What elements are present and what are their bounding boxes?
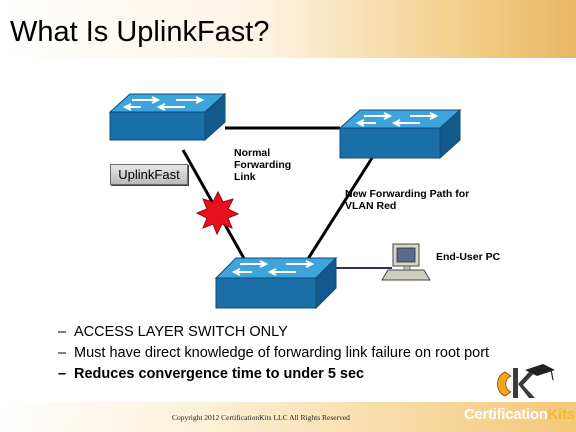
brand-wordmark: CertificationKits <box>464 406 575 423</box>
bullet-text: Must have direct knowledge of forwarding… <box>74 345 490 361</box>
switch-icon <box>338 108 462 160</box>
normal-forwarding-link-label: Normal Forwarding Link <box>234 147 291 183</box>
pc-icon <box>381 243 431 281</box>
brand-part-1: Certification <box>464 406 548 423</box>
certificationkits-logo-icon <box>497 364 555 398</box>
bullet-item: –Must have direct knowledge of forwardin… <box>58 343 558 364</box>
switch-icon <box>214 256 338 310</box>
uplinkfast-label: UplinkFast <box>110 164 188 185</box>
switch-icon <box>108 92 227 142</box>
copyright-text: Copyright 2012 CertificationKits LLC All… <box>172 413 350 422</box>
bullet-item: –ACCESS LAYER SWITCH ONLY <box>58 322 558 343</box>
label-line: Link <box>234 171 256 183</box>
brand-part-2: Kits <box>547 406 575 423</box>
bullet-text: Reduces convergence time to under 5 sec <box>74 366 365 382</box>
label-line: Forwarding <box>234 159 292 171</box>
bullet-list: –ACCESS LAYER SWITCH ONLY –Must have dir… <box>58 322 558 385</box>
new-forwarding-path-label: New Forwarding Path for VLAN Red <box>345 188 469 212</box>
end-user-pc-label: End-User PC <box>436 251 501 263</box>
failure-burst-icon <box>195 190 240 236</box>
label-line: VLAN Red <box>345 200 397 212</box>
bullet-item: –Reduces convergence time to under 5 sec <box>58 364 558 385</box>
label-line: Normal <box>234 147 271 159</box>
slide-title: What Is UplinkFast? <box>10 16 270 48</box>
label-line: New Forwarding Path for <box>345 188 470 200</box>
footer-bar <box>0 402 576 432</box>
bullet-dash: – <box>58 345 67 361</box>
bullet-dash: – <box>58 366 67 382</box>
bullet-text: ACCESS LAYER SWITCH ONLY <box>74 324 288 340</box>
new-forwarding-path <box>304 157 374 263</box>
bullet-dash: – <box>58 324 67 340</box>
title-band <box>0 0 576 58</box>
